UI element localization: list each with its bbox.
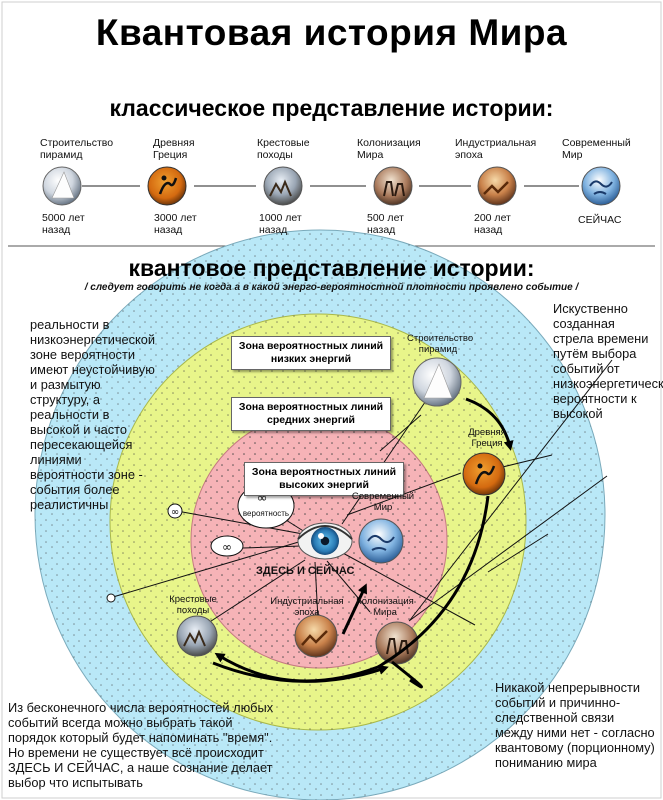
- classic-subtitle: классическое представление истории:: [109, 95, 554, 121]
- probability-lines: [112, 359, 613, 626]
- event-label-pyramids: Строительство пирамид: [407, 333, 474, 355]
- event-icon-modern: [358, 518, 404, 564]
- timeline-icon-pyramids: [42, 166, 82, 206]
- right-description: Искуственно созданная стрела времени пут…: [553, 301, 663, 421]
- event-label-colonization: Колонизация Мира: [356, 596, 414, 618]
- bottom-right-description: Никакой непрерывности событий и причинно…: [495, 680, 655, 770]
- timeline-icon-colonization: [373, 166, 413, 206]
- bottom-left-description: Из бесконечного числа вероятностей любых…: [8, 700, 274, 790]
- infinity-icon: ∞: [257, 491, 268, 506]
- timeline-label: Колонизация Мира: [357, 137, 421, 162]
- quantum-subtitle: квантовое представление истории:: [128, 255, 535, 281]
- probability-label: вероятность: [242, 509, 290, 518]
- event-icon-industrial: [294, 614, 338, 658]
- timeline-label: Древняя Греция: [153, 137, 195, 162]
- timeline-time: 500 лет назад: [367, 212, 404, 237]
- time-arrow: [212, 397, 514, 689]
- timeline-label: Современный Мир: [562, 137, 631, 162]
- timeline-label: Крестовые походы: [257, 137, 310, 162]
- timeline-time: 200 лет назад: [474, 212, 511, 237]
- zone-label-low: Зона вероятностных линий низких энергий: [231, 336, 391, 371]
- event-icon-greece: [462, 452, 506, 496]
- infinity-icon: ∞: [222, 540, 232, 554]
- quantum-note: / следует говорить не когда а в какой эн…: [84, 282, 579, 293]
- left-description: реальности в низкоэнергетической зоне ве…: [30, 317, 156, 512]
- event-icon-colonization: [375, 621, 419, 665]
- timeline-icon-crusades: [263, 166, 303, 206]
- event-label-industrial: Индустриальная эпоха: [270, 596, 344, 618]
- probability-node-infinity-2: [210, 535, 244, 557]
- timeline-icon-modern: [581, 166, 621, 206]
- zone-label-high: Зона вероятностных линий высоких энергий: [244, 462, 404, 497]
- timeline-time: 1000 лет назад: [259, 212, 302, 237]
- timeline-label: Индустриальная эпоха: [455, 137, 537, 162]
- event-label-greece: Древняя Греция: [468, 427, 506, 449]
- timeline-time: 3000 лет назад: [154, 212, 197, 237]
- page-title: Квантовая история Мира: [95, 12, 568, 53]
- event-icon-crusades: [176, 615, 218, 657]
- zone-label-mid: Зона вероятностных линий средних энергий: [231, 397, 391, 432]
- probability-node-small: [106, 593, 116, 603]
- eye-icon: [297, 522, 353, 560]
- event-icon-pyramids: [412, 357, 462, 407]
- probability-node-infinity-1: [167, 503, 183, 519]
- timeline-time: СЕЙЧАС: [578, 214, 622, 226]
- event-label-modern: Современный Мир: [351, 491, 415, 513]
- event-label-crusades: Крестовые походы: [169, 594, 217, 616]
- timeline-icon-greece: [147, 166, 187, 206]
- here-and-now-label: ЗДЕСЬ И СЕЙЧАС: [256, 565, 355, 577]
- timeline-icon-industrial: [477, 166, 517, 206]
- infinity-icon: ∞: [171, 507, 179, 518]
- timeline-label: Строительство пирамид: [40, 137, 114, 162]
- timeline-time: 5000 лет назад: [42, 212, 85, 237]
